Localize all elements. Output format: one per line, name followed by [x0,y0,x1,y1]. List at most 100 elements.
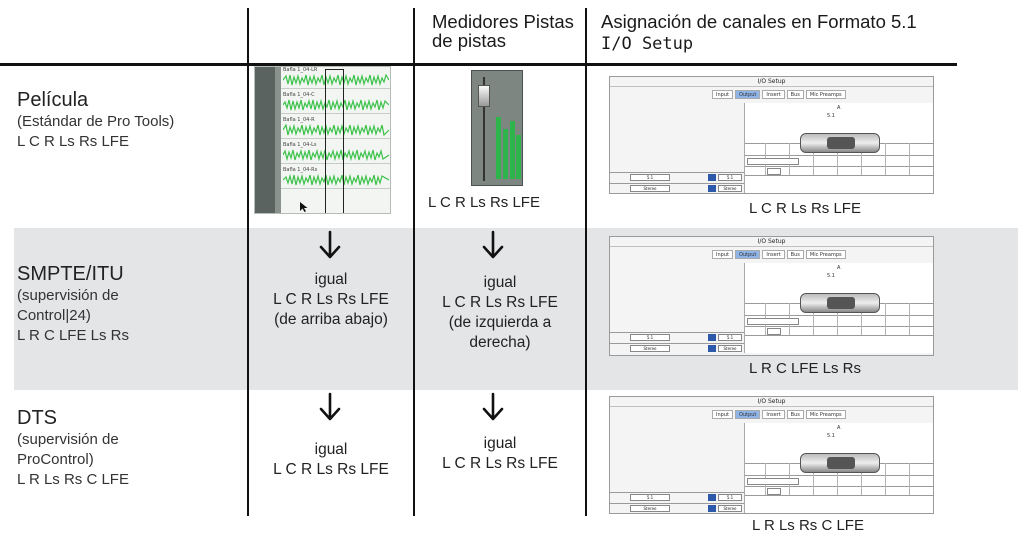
meter-bar [510,121,515,179]
io-sub-name: Stereo [723,346,737,351]
grid-rule [610,172,744,173]
tab-input[interactable]: Input [712,90,733,99]
grid-col [909,303,910,335]
io-bus-label: A [837,425,841,431]
tab-mic-preamps[interactable]: Mic Preamps [805,410,846,419]
connector-face [827,297,855,309]
io-tabs: Input Output Insert Bus Mic Preamps [712,90,846,99]
column-divider-1 [247,8,249,516]
grid-col [885,463,886,495]
row-film-meter-text: L C R Ls Rs LFE [428,194,540,211]
meter-bar [516,135,521,179]
tab-output[interactable]: Output [734,410,761,419]
tab-insert[interactable]: Insert [762,410,785,419]
io-path-name: 5.1 [646,175,654,180]
waveform-icon [283,74,389,86]
grid-rule [610,183,744,184]
meter-bar [496,117,501,179]
channel-format-icon [708,494,716,501]
edit-lane: Bafla 1_04-R [281,117,390,139]
tab-bus[interactable]: Bus [786,410,804,419]
edit-track-header [255,67,275,213]
edit-lane: Bafla 1_04-Ls [281,142,390,164]
io-path-name: 5.1 [726,175,734,180]
edit-lane: Bafla 1_04-LR [281,67,390,89]
io-path-field: 5.1 [630,494,670,501]
header-assign-line2: I/O Setup [601,34,694,54]
grid-rule [745,315,933,316]
io-setup-title: I/O Setup [610,397,933,407]
channel-format-icon [708,345,716,352]
stereo-assign-box [767,168,781,175]
grid-rule [610,492,744,493]
io-sub-field: Stereo [630,185,670,192]
io-sub-field: Stereo [718,185,742,192]
text-line: (de izquierda a [448,314,552,331]
grid-rule [745,335,933,336]
text-line: L C R Ls Rs LFE [273,291,389,308]
edit-window-thumbnail: Bafla 1_04-LR Bafla 1_04-C Bafla 1_04-R … [254,66,391,214]
text-line: igual [483,435,517,452]
connector-graphic [800,293,880,313]
grid-col [909,463,910,495]
grid-col [885,143,886,175]
tab-mic-preamps[interactable]: Mic Preamps [805,90,846,99]
tab-mic-preamps[interactable]: Mic Preamps [805,250,846,259]
row-film-title: Película [17,89,89,111]
channel-format-icon [708,505,716,512]
grid-rule [745,155,933,156]
grid-rule [610,343,744,344]
io-path-field: 5.1 [718,174,742,181]
grid-rule [745,495,933,496]
io-sub-name: Stereo [723,506,737,511]
selection-rectangle [325,69,344,213]
meter-thumbnail [471,70,523,186]
row-smpte-meter-text: igual L C R Ls Rs LFE (de izquierda a de… [415,273,585,353]
tab-input[interactable]: Input [712,250,733,259]
edit-track-strip [275,67,281,213]
tab-insert[interactable]: Insert [762,90,785,99]
lane-label: Bafla 1_04-C [283,92,315,98]
grid-rule [745,326,933,327]
waveform-icon [283,149,389,161]
meter-bar [503,129,508,179]
io-path-label: 5.1 [827,273,835,279]
row-film-sub1: (Estándar de Pro Tools) [17,113,175,130]
header-divider [0,63,957,66]
row-smpte-label: SMPTE/ITU (supervisión de Control|24) L … [17,263,129,346]
connector-graphic [800,453,880,473]
lane-label: Bafla 1_04-R [283,117,315,123]
io-sub-name: Stereo [723,186,737,191]
edit-lane: Bafla 1_04-Rs [281,167,390,189]
row-smpte-io-caption: L R C LFE Ls Rs [749,360,861,377]
header-meters-line1: Medidores Pistas [432,11,574,32]
waveform-icon [283,174,389,186]
io-tabs: Input Output Insert Bus Mic Preamps [712,250,846,259]
row-smpte-sub3: L R C LFE Ls Rs [17,327,129,344]
io-sub-name: Stereo [643,346,657,351]
tab-input[interactable]: Input [712,410,733,419]
tab-bus[interactable]: Bus [786,90,804,99]
row-dts-meter-text: igual L C R Ls Rs LFE [415,434,585,474]
row-smpte-sub2: Control|24) [17,307,91,324]
grid-col [813,463,814,495]
io-sub-field: Stereo [630,345,670,352]
row-film-label: Película (Estándar de Pro Tools) L C R L… [17,89,174,152]
tab-output[interactable]: Output [734,250,761,259]
tab-insert[interactable]: Insert [762,250,785,259]
io-grid: A 5.1 [744,103,933,193]
grid-col [861,463,862,495]
channel-assign-boxes [747,318,799,325]
row-dts-sub3: L R Ls Rs C LFE [17,471,129,488]
io-path-label: 5.1 [827,433,835,439]
tab-bus[interactable]: Bus [786,250,804,259]
io-setup-title: I/O Setup [610,237,933,247]
io-path-name: 5.1 [646,335,654,340]
lane-label: Bafla 1_04-Ls [283,142,317,148]
channel-format-icon [708,174,716,181]
grid-rule [745,486,933,487]
channel-assign-boxes [747,158,799,165]
grid-col [813,303,814,335]
tab-output[interactable]: Output [734,90,761,99]
grid-col [837,303,838,335]
